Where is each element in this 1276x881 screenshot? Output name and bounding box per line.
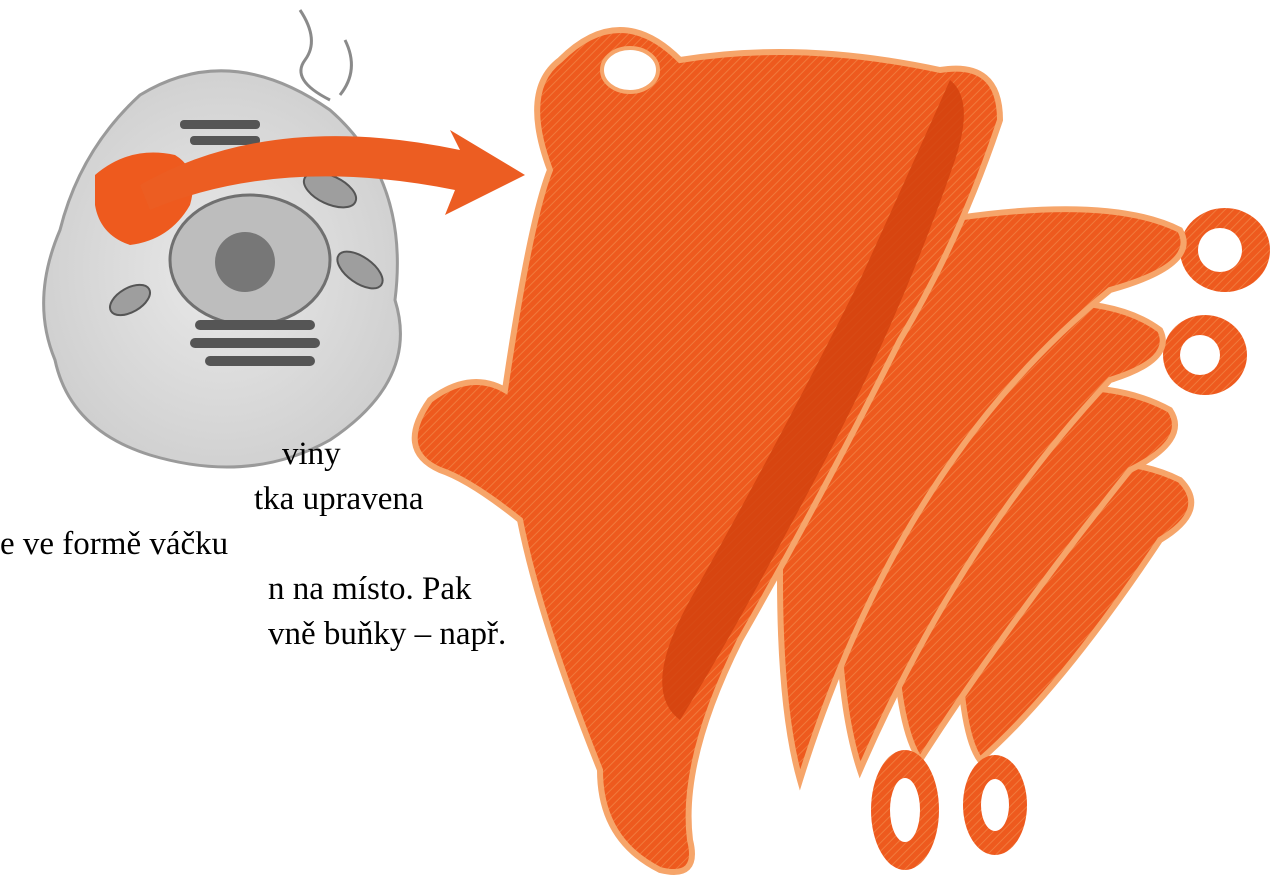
caption-line: tka upravena xyxy=(0,477,360,522)
caption-line: vně buňky – např. xyxy=(0,612,360,657)
golgi-apparatus xyxy=(415,30,1270,872)
caption-line: e ve formě váčku xyxy=(0,522,360,567)
caption-line: viny xyxy=(0,432,360,477)
caption-text: viny tka upravena e ve formě váčku n na … xyxy=(0,432,360,657)
caption-line: n na místo. Pak xyxy=(0,567,360,612)
